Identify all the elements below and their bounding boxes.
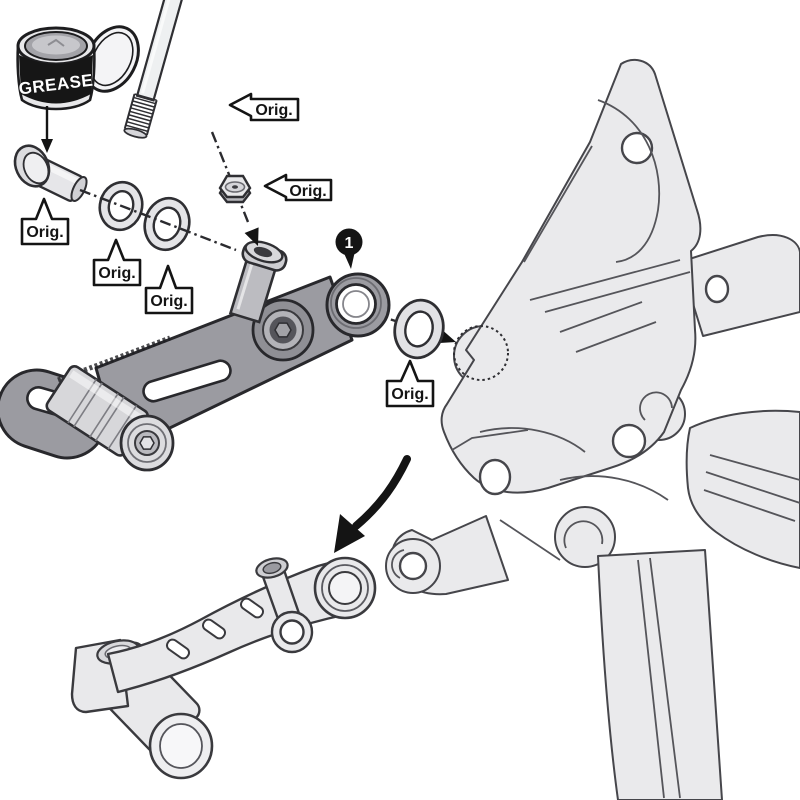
grease-pointer-arrow-icon	[41, 139, 53, 153]
lever-adjuster	[45, 365, 175, 472]
threaded-rod	[123, 0, 185, 139]
hex-socket-icon	[274, 322, 292, 338]
orig-tags	[20, 92, 435, 408]
bracket-right-arm	[679, 234, 800, 337]
hex-nut	[218, 174, 252, 204]
orig-tag-nut	[263, 173, 333, 202]
stock-shift-lever	[70, 556, 377, 780]
orig-tag-washer-small	[92, 238, 142, 287]
mount-target-dotted-circle	[453, 325, 509, 381]
orig-label-washer-right: Orig.	[391, 386, 428, 403]
bracket-hole-eyelet	[398, 551, 428, 581]
bracket-hole-mid	[611, 423, 647, 459]
install-direction-arrow-icon	[334, 455, 411, 553]
shoulder-bolt	[13, 144, 88, 202]
grease-tin: GREASE	[16, 25, 140, 153]
orig-label-nut: Orig.	[289, 183, 326, 200]
step-1-number: 1	[345, 235, 354, 252]
grease-label-band	[19, 55, 93, 104]
orig-tag-washer-medium	[144, 264, 194, 315]
axis-arrow-rod-icon	[244, 227, 259, 246]
orig-label-bolt: Orig.	[26, 224, 63, 241]
bracket-detail-lines	[391, 99, 800, 799]
bracket-hole-top	[620, 131, 654, 165]
lever-ball-joint	[228, 240, 315, 362]
orig-tag-rod	[228, 92, 300, 122]
orig-label-rod: Orig.	[255, 102, 292, 119]
orig-tag-bolt	[20, 197, 70, 246]
footpeg	[685, 409, 800, 569]
bracket-hole-lug	[704, 274, 730, 304]
bracket-boss-lower	[554, 506, 616, 568]
lever-slot-mid	[142, 359, 232, 403]
bracket-hole-left	[478, 458, 512, 496]
bracket-tower	[440, 58, 702, 494]
orig-label-washer-medium: Orig.	[150, 293, 187, 310]
axis-bolt-washers	[79, 188, 237, 252]
orig-tag-washer-right	[385, 359, 435, 408]
shift-lever-arm	[0, 240, 391, 472]
orig-label-washer-small: Orig.	[98, 265, 135, 282]
step-1-callout: 1	[335, 228, 363, 269]
washer-right	[393, 298, 445, 360]
rearset-bracket	[385, 58, 800, 800]
